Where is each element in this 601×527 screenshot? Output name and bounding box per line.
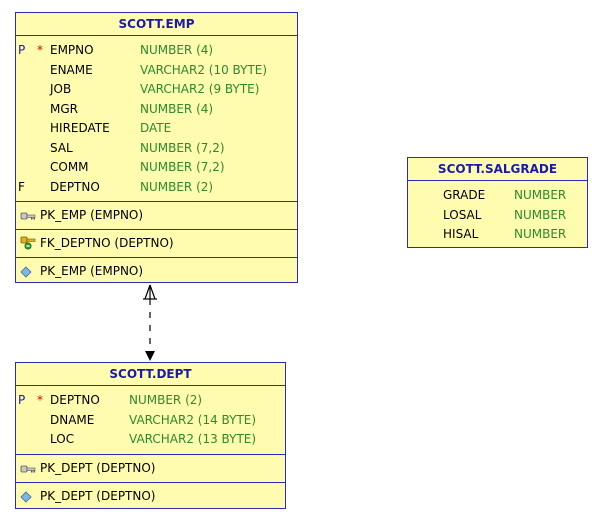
column-row[interactable]: LOSAL NUMBER <box>408 206 587 226</box>
column-type: NUMBER (2) <box>140 179 214 194</box>
column-row[interactable]: P * DEPTNO NUMBER (2) <box>16 391 285 411</box>
column-row[interactable]: GRADE NUMBER <box>408 186 587 206</box>
column-row[interactable]: LOC VARCHAR2 (13 BYTE) <box>16 430 285 450</box>
column-row[interactable]: HISAL NUMBER <box>408 225 587 245</box>
column-row[interactable]: SAL NUMBER (7,2) <box>16 139 297 159</box>
column-name: DEPTNO <box>50 393 100 407</box>
column-row[interactable]: MGR NUMBER (4) <box>16 100 297 120</box>
index-section[interactable]: PK_EMP (EMPNO) <box>16 257 297 285</box>
column-name: EMPNO <box>50 43 94 57</box>
column-type: NUMBER (2) <box>129 393 203 407</box>
column-type: NUMBER <box>514 207 567 222</box>
column-type: NUMBER <box>514 227 567 241</box>
table-title: SCOTT.EMP <box>16 13 297 36</box>
column-row[interactable]: JOB VARCHAR2 (9 BYTE) <box>16 80 297 100</box>
foreign-key-label: FK_DEPTNO (DEPTNO) <box>40 236 174 250</box>
primary-key-label: PK_DEPT (DEPTNO) <box>40 460 156 475</box>
column-type: VARCHAR2 (10 BYTE) <box>140 62 268 77</box>
key-flag: F <box>18 179 25 194</box>
column-row[interactable]: ENAME VARCHAR2 (10 BYTE) <box>16 61 297 81</box>
required-marker: * <box>37 43 43 57</box>
column-name: DEPTNO <box>50 179 100 194</box>
index-label: PK_EMP (EMPNO) <box>40 264 144 278</box>
table-title: SCOTT.DEPT <box>16 363 285 386</box>
column-name: COMM <box>50 160 89 174</box>
column-row[interactable]: COMM NUMBER (7,2) <box>16 158 297 178</box>
column-name: ENAME <box>50 62 93 77</box>
column-type: NUMBER (7,2) <box>140 160 225 174</box>
column-type: VARCHAR2 (13 BYTE) <box>129 432 257 446</box>
crowfoot-left <box>144 284 151 300</box>
column-name: GRADE <box>443 188 486 202</box>
index-diamond-icon <box>20 490 32 503</box>
index-label: PK_DEPT (DEPTNO) <box>40 488 156 503</box>
column-type: DATE <box>140 121 172 135</box>
column-name: HISAL <box>443 227 479 241</box>
column-name: DNAME <box>50 412 95 427</box>
column-row[interactable]: P * EMPNO NUMBER (4) <box>16 41 297 61</box>
column-type: VARCHAR2 (14 BYTE) <box>129 412 257 427</box>
primary-key-section[interactable]: PK_EMP (EMPNO) <box>16 201 297 229</box>
column-type: VARCHAR2 (9 BYTE) <box>140 82 260 96</box>
table-scott-dept[interactable]: SCOTT.DEPT P * DEPTNO NUMBER (2) DNAME V… <box>15 362 286 509</box>
key-icon <box>20 465 36 472</box>
foreign-key-section[interactable]: FK_DEPTNO (DEPTNO) <box>16 229 297 257</box>
key-flag: P <box>18 43 26 57</box>
column-list: P * EMPNO NUMBER (4) ENAME VARCHAR2 (10 … <box>16 36 297 201</box>
column-list: GRADE NUMBER LOSAL NUMBER HISAL NUMBER <box>408 181 587 249</box>
column-type: NUMBER (4) <box>140 101 214 116</box>
foreign-key-icon <box>20 236 36 250</box>
column-type: NUMBER (4) <box>140 43 214 57</box>
required-marker: * <box>37 393 43 407</box>
key-flag: P <box>18 393 26 407</box>
primary-key-label: PK_EMP (EMPNO) <box>40 208 144 222</box>
key-icon <box>20 212 36 220</box>
column-name: HIREDATE <box>50 121 110 135</box>
column-list: P * DEPTNO NUMBER (2) DNAME VARCHAR2 (14… <box>16 386 285 454</box>
arrow-head <box>145 351 155 361</box>
column-name: SAL <box>50 140 73 155</box>
table-scott-salgrade[interactable]: SCOTT.SALGRADE GRADE NUMBER LOSAL NUMBER… <box>407 157 588 248</box>
column-name: LOSAL <box>443 207 482 222</box>
column-name: LOC <box>50 432 75 446</box>
crowfoot-right <box>149 284 156 300</box>
column-type: NUMBER (7,2) <box>140 140 225 155</box>
column-name: JOB <box>50 82 72 96</box>
primary-key-section[interactable]: PK_DEPT (DEPTNO) <box>16 453 285 482</box>
column-row[interactable]: DNAME VARCHAR2 (14 BYTE) <box>16 411 285 431</box>
column-row[interactable]: HIREDATE DATE <box>16 119 297 139</box>
column-type: NUMBER <box>514 188 567 202</box>
column-name: MGR <box>50 101 78 116</box>
index-diamond-icon <box>20 266 32 278</box>
table-scott-emp[interactable]: SCOTT.EMP P * EMPNO NUMBER (4) ENAME VAR… <box>15 12 298 283</box>
column-row[interactable]: F DEPTNO NUMBER (2) <box>16 178 297 198</box>
table-title: SCOTT.SALGRADE <box>408 158 587 181</box>
index-section[interactable]: PK_DEPT (DEPTNO) <box>16 481 285 510</box>
